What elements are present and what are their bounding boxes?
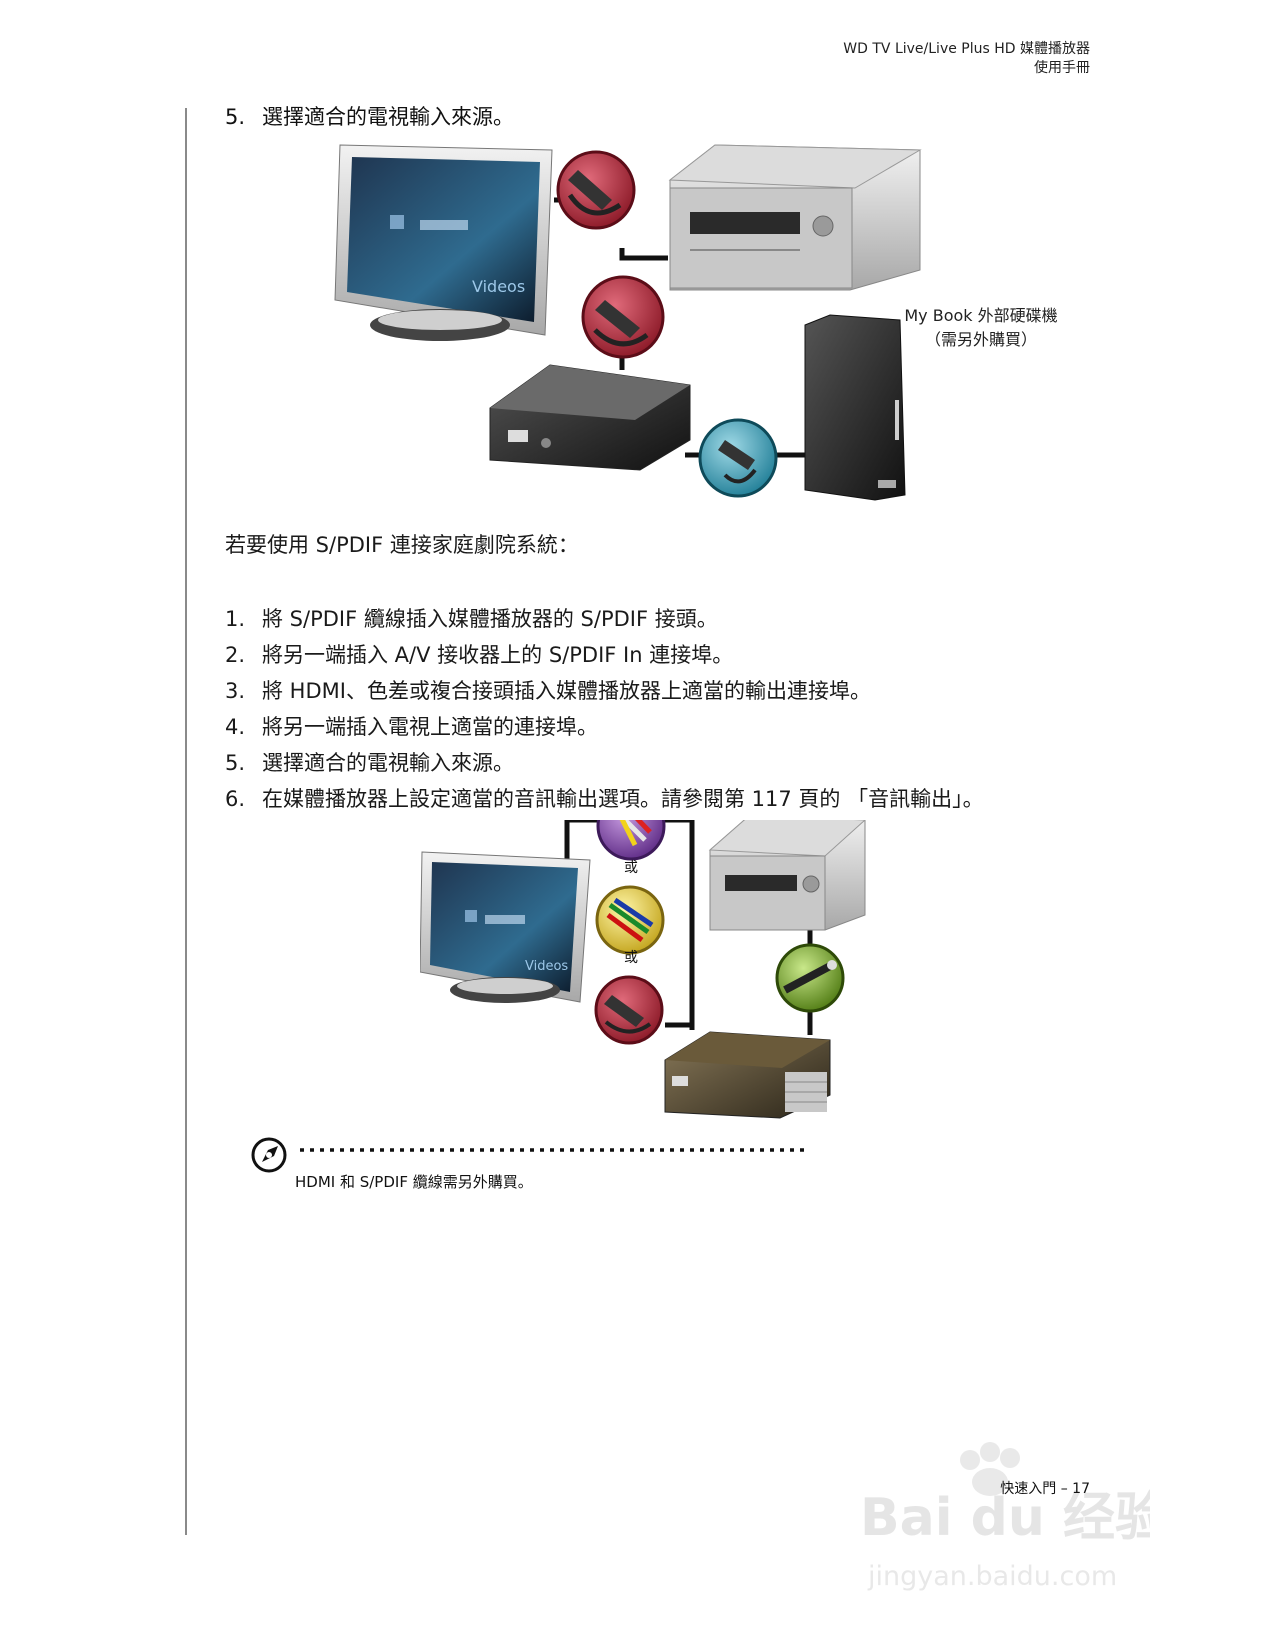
list-item: 3. 將 HDMI、色差或複合接頭插入媒體播放器上適當的輸出連接埠。 [225, 678, 984, 714]
media-player-illustration [664, 1031, 831, 1119]
drive-label-note: （需另外購買） [924, 330, 1037, 349]
figure-connection-diagram-1: Videos [330, 140, 930, 520]
step-text: 選擇適合的電視輸入來源。 [262, 105, 514, 129]
watermark-brand: Bai du 经验 [860, 1488, 1150, 1548]
step-number: 4. [225, 715, 246, 739]
hdmi-connector-icon [556, 150, 636, 230]
tv-screen-label: Videos [525, 959, 568, 974]
hdmi-connector-icon [581, 275, 665, 359]
step-number: 5. [225, 751, 246, 775]
usb-connector-icon [698, 418, 778, 498]
step-number: 6. [225, 787, 246, 811]
figure-1-illustration: Videos [334, 144, 922, 501]
step-number: 3. [225, 679, 246, 703]
figure-2-illustration: Videos 或 或 [419, 791, 867, 1119]
header-title: WD TV Live/Live Plus HD 媒體播放器 [843, 41, 1090, 57]
step-number: 2. [225, 643, 246, 667]
tv-screen-label: Videos [472, 277, 525, 296]
step-number: 1. [225, 607, 246, 631]
note-block: HDMI 和 S/PDIF 纜線需另外購買。 [250, 1136, 810, 1191]
component-connector-icon [595, 885, 665, 955]
step-top: 5. 選擇適合的電視輸入來源。 [225, 104, 514, 130]
or-label: 或 [624, 860, 638, 876]
step-text: 將 HDMI、色差或複合接頭插入媒體播放器上適當的輸出連接埠。 [262, 679, 871, 703]
spdif-optical-connector-icon [775, 943, 845, 1013]
figure-connection-diagram-2: Videos 或 或 [419, 791, 890, 1125]
step-text: 將另一端插入電視上適當的連接埠。 [262, 715, 598, 739]
list-item: 1. 將 S/PDIF 纜線插入媒體播放器的 S/PDIF 接頭。 [225, 606, 984, 642]
margin-rule [185, 108, 187, 1535]
tv-illustration: Videos [334, 144, 553, 341]
paw-icon [960, 1442, 1020, 1496]
note-text: HDMI 和 S/PDIF 纜線需另外購買。 [295, 1173, 533, 1191]
section-intro: 若要使用 S/PDIF 連接家庭劇院系統： [225, 533, 579, 557]
list-item: 5. 選擇適合的電視輸入來源。 [225, 750, 984, 786]
step-text: 在媒體播放器上設定適當的音訊輸出選項。請參閱第 117 頁的 「音訊輸出」。 [262, 787, 984, 811]
list-item: 4. 將另一端插入電視上適當的連接埠。 [225, 714, 984, 750]
running-header: WD TV Live/Live Plus HD 媒體播放器 使用手冊 [843, 40, 1090, 78]
cable-receiver [619, 248, 668, 261]
tv-illustration: Videos [419, 851, 591, 1003]
watermark: Bai du 经验 jingyan.baidu.com [860, 1440, 1167, 1600]
or-label: 或 [624, 950, 638, 966]
external-drive-label: My Book 外部硬碟機 （需另外購買） [895, 304, 1067, 352]
step-text: 將另一端插入 A/V 接收器上的 S/PDIF In 連接埠。 [262, 643, 734, 667]
cable-right-bus [660, 817, 695, 1030]
note-icon [251, 1137, 287, 1173]
composite-connector-icon [596, 791, 666, 861]
list-item: 2. 將另一端插入 A/V 接收器上的 S/PDIF In 連接埠。 [225, 642, 984, 678]
hdmi-connector-icon [594, 975, 664, 1045]
external-drive-illustration [804, 314, 906, 501]
header-subtitle: 使用手冊 [1034, 60, 1090, 76]
step-text: 選擇適合的電視輸入來源。 [262, 751, 514, 775]
step-number: 5. [225, 105, 246, 129]
watermark-logo: Bai du 经验 jingyan.baidu.com [860, 1442, 1167, 1592]
media-player-illustration [489, 364, 691, 471]
note-header [251, 1137, 805, 1173]
page-footer: 快速入門 – 17 [1000, 1481, 1090, 1497]
av-receiver-illustration [708, 814, 867, 931]
step-text: 將 S/PDIF 纜線插入媒體播放器的 S/PDIF 接頭。 [262, 607, 718, 631]
watermark-url: jingyan.baidu.com [867, 1561, 1117, 1592]
instruction-list: 1. 將 S/PDIF 纜線插入媒體播放器的 S/PDIF 接頭。 2. 將另一端插… [225, 606, 984, 822]
drive-label-name: My Book 外部硬碟機 [904, 306, 1058, 325]
list-item: 6. 在媒體播放器上設定適當的音訊輸出選項。請參閱第 117 頁的 「音訊輸出」。 [225, 786, 984, 822]
av-receiver-illustration [668, 144, 922, 291]
